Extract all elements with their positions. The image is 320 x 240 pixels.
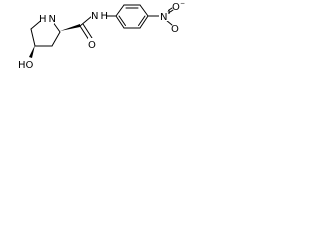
atom-label-pyrrolidine-nh: H N xyxy=(39,14,56,25)
atom-label-nitro-n: N xyxy=(160,12,167,23)
ring-bond-6 xyxy=(115,15,125,29)
atom-label-hydroxyl: HO xyxy=(18,60,34,71)
ring-bond-3 xyxy=(139,4,149,17)
benzene-ring xyxy=(115,4,149,29)
molecule-structure-diagram: H N HO O N H N + O − O xyxy=(18,0,185,71)
bond-amide-c-n xyxy=(79,15,93,27)
nitro-o-negative-charge: − xyxy=(180,0,185,7)
bond-carbonyl-double xyxy=(82,23,93,39)
atom-label-amide-oxygen: O xyxy=(88,40,96,51)
ring-inner-3 xyxy=(118,15,126,26)
stereo-wedge-oh xyxy=(29,45,35,58)
bond-c2-c3 xyxy=(51,31,61,47)
atom-label-nitro-o-top: O xyxy=(172,2,180,13)
pyrrolidine-ring xyxy=(30,17,61,47)
ring-bond-1 xyxy=(115,4,125,17)
bond-carbonyl-single xyxy=(79,25,90,41)
atom-label-amide-nh: N H xyxy=(91,11,108,22)
ring-bond-4 xyxy=(139,15,149,29)
stereo-wedge-carboxamide xyxy=(60,24,80,31)
ring-inner-2 xyxy=(138,15,146,26)
bond-c4-c5 xyxy=(30,28,36,47)
atom-label-nitro-o-bottom: O xyxy=(171,24,179,35)
nitro-n-positive-charge: + xyxy=(167,9,172,16)
